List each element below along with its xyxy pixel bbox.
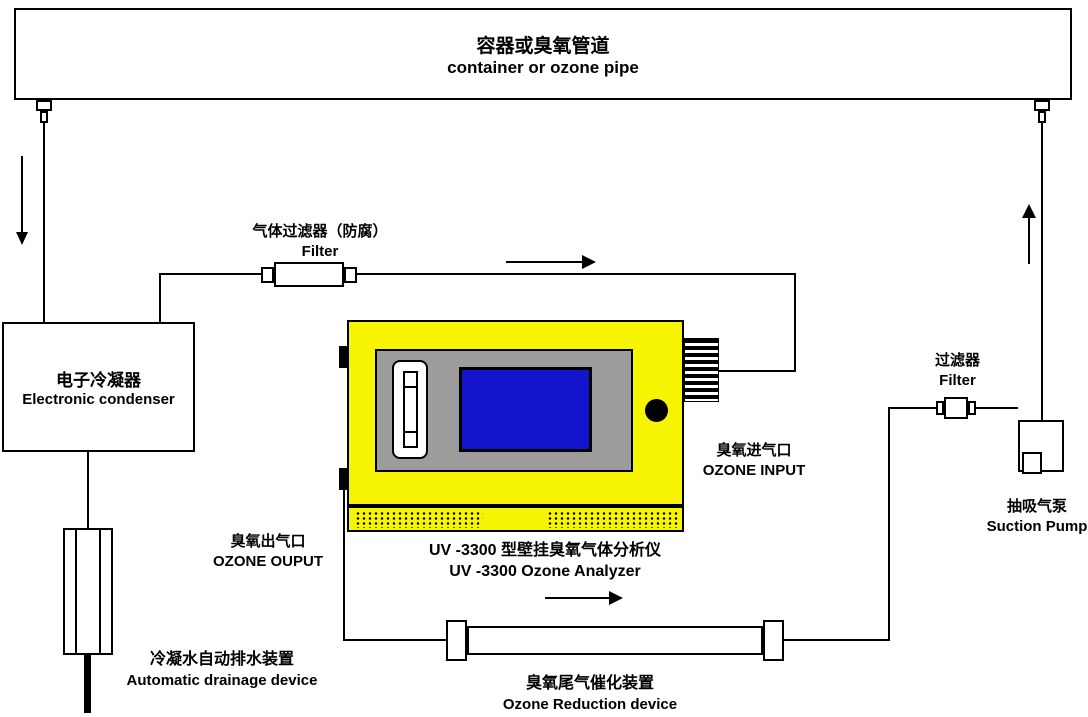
analyzer-knob-icon[interactable] [645,399,668,422]
uv-lamp-mark-top-icon [405,386,416,388]
pump-label: 抽吸气泵 Suction Pump [972,497,1088,536]
analyzer-display-screen [459,367,592,452]
pipe-container-to-condenser [43,122,45,322]
ozone-output-label-zh: 臭氧出气口 [230,533,306,550]
analyzer-label: UV -3300 型壁挂臭氧气体分析仪 UV -3300 Ozone Analy… [385,541,705,583]
pipe-into-ozone-input [718,370,796,372]
reduction-label-en: Ozone Reduction device [502,695,678,713]
pump-label-zh: 抽吸气泵 [1006,498,1067,515]
analyzer-mount-tab-bottom-icon [339,468,349,490]
ozone-output-label-en: OZONE OUPUT [212,552,323,570]
reduction-label-zh: 臭氧尾气催化装置 [525,675,654,692]
pipe-fitting-left-icon [36,100,52,111]
analyzer-label-zh: UV -3300 型壁挂臭氧气体分析仪 [428,542,662,559]
container-pipe-label-zh: 容器或臭氧管道 [476,35,610,57]
drainage-device-inner-tube [75,528,101,655]
drainage-label-zh: 冷凝水自动排水装置 [149,651,294,668]
reduction-left-cap-icon [446,620,467,661]
pipe-fitting-right-icon [1034,100,1050,111]
ozone-output-label: 臭氧出气口 OZONE OUPUT [198,532,338,571]
filter2-label-en: Filter [939,371,976,389]
vent-holes-left-icon [355,511,483,528]
condenser-label-zh: 电子冷凝器 [56,371,141,390]
analyzer-mount-tab-top-icon [339,346,349,368]
reduction-label: 臭氧尾气催化装置 Ozone Reduction device [460,674,720,714]
pipe-output-to-reduction [343,639,447,641]
ozone-input-label-zh: 臭氧进气口 [716,442,792,459]
drainage-label-en: Automatic drainage device [126,671,318,689]
gas-filter-label-zh: 气体过滤器（防腐） [252,223,388,240]
analyzer-vent-strip [347,506,684,532]
gas-filter-label: 气体过滤器（防腐） Filter [230,222,410,261]
condenser-label-en: Electronic condenser [22,391,175,408]
pipe-ozone-output-drop [343,490,345,640]
pipe-condenser-to-drainage [87,452,89,528]
pipe-riser-to-filter2 [888,408,890,641]
container-pipe-label-en: container or ozone pipe [447,57,639,77]
analyzer-label-en: UV -3300 Ozone Analyzer [449,562,641,580]
ozone-input-connector-icon [684,338,719,402]
ozone-input-label-en: OZONE INPUT [702,461,806,479]
drainage-outlet-stem [84,653,91,713]
pipe-analyzer-input-drop [794,273,796,371]
container-pipe-box: 容器或臭氧管道 container or ozone pipe [14,8,1072,100]
electronic-condenser-box: 电子冷凝器 Electronic condenser [2,322,195,452]
drainage-device-outer [63,528,113,655]
pipe-pump-to-container [1041,122,1043,420]
reduction-right-cap-icon [763,620,784,661]
pipe-condenser-riser [159,275,161,322]
vent-holes-right-icon [547,511,679,528]
uv-lamp-mark-bottom-icon [405,431,416,433]
filter2-label: 过滤器 Filter [915,351,1000,390]
gas-filter-label-en: Filter [301,242,339,260]
reduction-body [467,626,763,655]
filter2-label-zh: 过滤器 [934,352,980,369]
ozone-input-label: 臭氧进气口 OZONE INPUT [688,441,820,480]
pipe-reduction-to-riser [784,639,890,641]
drainage-label: 冷凝水自动排水装置 Automatic drainage device [92,650,352,690]
uv-lamp-tube-icon [403,371,418,448]
pump-label-en: Suction Pump [986,517,1088,535]
pipe-filter-to-analyzer [159,273,796,275]
suction-pump-port-icon [1022,452,1042,474]
